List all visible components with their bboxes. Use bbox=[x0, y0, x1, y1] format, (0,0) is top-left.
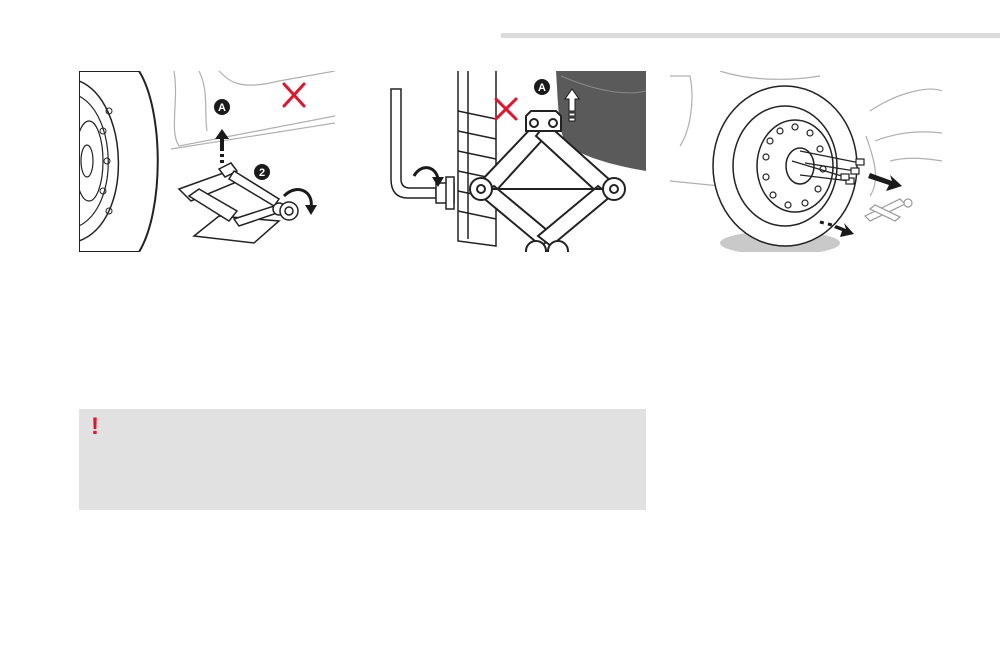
car-body-outline bbox=[170, 71, 335, 150]
jack-placement-illustration: A 2 bbox=[79, 71, 335, 252]
wheel-removal-illustration bbox=[670, 71, 942, 252]
callout-a-marker: A bbox=[214, 99, 230, 115]
lift-arrow-icon bbox=[564, 88, 580, 122]
car-body-shadow bbox=[556, 71, 646, 171]
tyre-side-drawing bbox=[457, 71, 497, 247]
wheel-bolts-drawing bbox=[791, 150, 865, 185]
svg-text:A: A bbox=[538, 82, 546, 94]
rotate-arrow-icon bbox=[282, 188, 317, 215]
tyre-drawing bbox=[79, 71, 159, 252]
jack-crank-illustration: A bbox=[386, 71, 646, 252]
car-body-outline bbox=[670, 71, 942, 197]
lift-arrow-icon bbox=[215, 129, 229, 163]
rotate-arrow-icon bbox=[412, 166, 444, 187]
callout-a-marker: A bbox=[534, 79, 550, 95]
remove-arrow-icon bbox=[819, 173, 902, 237]
car-body-highlight bbox=[560, 75, 646, 94]
prohibited-cross-icon bbox=[282, 82, 306, 108]
scissor-jack-drawing bbox=[863, 198, 913, 222]
scissor-jack-drawing bbox=[177, 162, 299, 244]
callout-2-marker: 2 bbox=[254, 164, 270, 180]
scissor-jack-drawing bbox=[469, 110, 626, 252]
svg-text:2: 2 bbox=[259, 167, 265, 179]
prohibited-cross-icon bbox=[494, 97, 518, 121]
wheel-drawing bbox=[712, 85, 858, 247]
svg-text:A: A bbox=[218, 102, 226, 114]
section-header-rule bbox=[501, 33, 1000, 38]
crank-handle-drawing bbox=[390, 88, 455, 210]
warning-exclamation-icon: ! bbox=[91, 413, 99, 440]
warning-notice-box: ! bbox=[79, 409, 646, 510]
